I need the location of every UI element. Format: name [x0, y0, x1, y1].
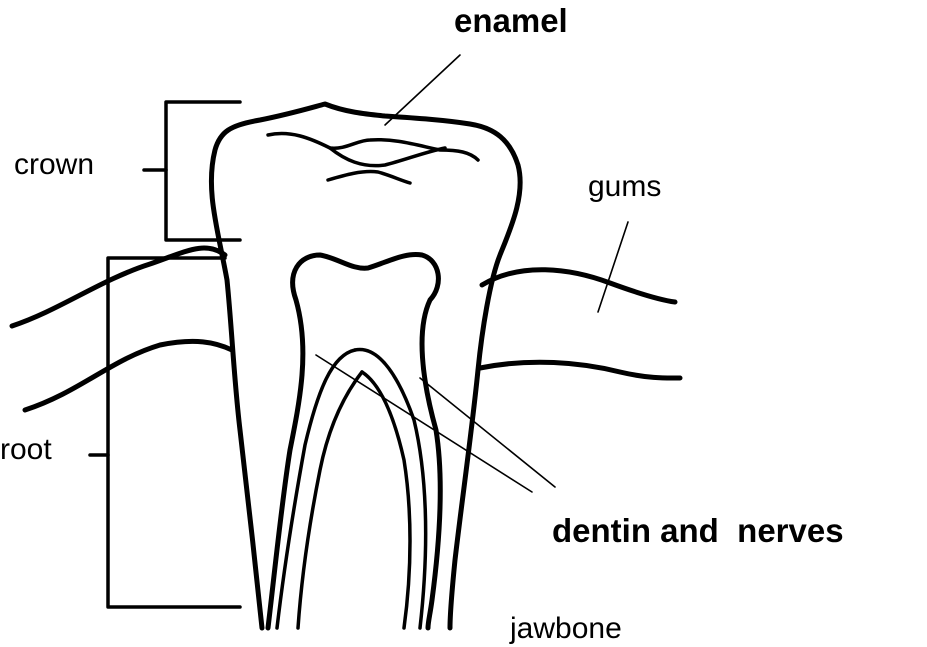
- root-canal-right: [355, 350, 426, 628]
- crown-bracket: [166, 102, 240, 240]
- gum-right-upper: [482, 270, 675, 302]
- crown-groove-middle: [330, 148, 445, 166]
- enamel-leader: [385, 55, 460, 125]
- jawbone-label: jawbone: [510, 614, 622, 644]
- gums-leader: [598, 222, 628, 312]
- tooth-outline: [211, 104, 520, 628]
- root-inner-left: [298, 372, 362, 628]
- crown-groove-top: [268, 133, 478, 160]
- root-bracket: [108, 258, 240, 607]
- pulp-chamber: [268, 254, 440, 628]
- gum-left-lower: [25, 341, 232, 410]
- root-label: root: [0, 435, 52, 465]
- crown-label: crown: [14, 150, 94, 180]
- gums-label: gums: [588, 172, 661, 202]
- crown-groove-lower: [328, 172, 410, 183]
- enamel-label: enamel: [454, 4, 568, 37]
- dentin-and-nerves-label: dentin and nerves: [552, 514, 844, 547]
- gum-right-lower: [480, 362, 680, 378]
